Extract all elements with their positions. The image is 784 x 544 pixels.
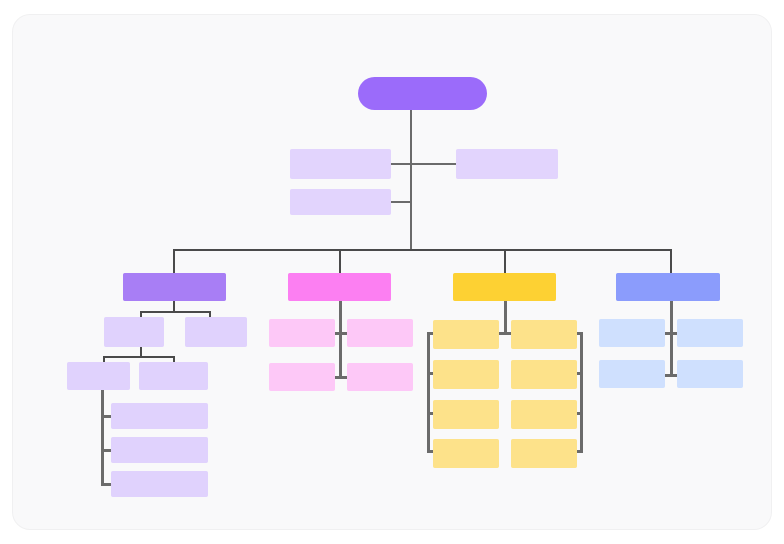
purple-child-7[interactable] <box>111 471 208 497</box>
edge-yellow-bracket-left-r3 <box>427 412 435 415</box>
edge-level2-left-2 <box>379 201 411 203</box>
magenta-child-4[interactable] <box>347 363 413 391</box>
edge-yellow-bracket-right-top <box>575 332 583 335</box>
edge-bus-drop-yellow <box>504 249 506 275</box>
edge-yellow-bracket-right-r2 <box>575 372 583 375</box>
magenta-child-2[interactable] <box>347 319 413 347</box>
edge-magenta-stub-row1 <box>331 332 349 335</box>
purple-child-6[interactable] <box>111 437 208 463</box>
branch-header-yellow[interactable] <box>453 273 556 301</box>
edge-purple-drop-1a <box>140 311 142 319</box>
level2-node-3[interactable] <box>290 189 391 215</box>
edge-bus-drop-blue <box>670 249 672 275</box>
edge-purple-drop-1b <box>209 311 211 319</box>
edge-yellow-bracket-right-r3 <box>575 412 583 415</box>
edge-purple-stub-3 <box>101 483 113 486</box>
edge-purple-stub-1 <box>101 415 113 418</box>
edge-purple-drop-2a <box>103 356 105 363</box>
blue-child-3[interactable] <box>599 360 665 388</box>
branch-header-magenta[interactable] <box>288 273 391 301</box>
edge-yellow-stub-center <box>497 332 513 335</box>
edge-yellow-bracket-left-r2 <box>427 372 435 375</box>
yellow-child-5[interactable] <box>433 400 499 429</box>
yellow-child-6[interactable] <box>511 400 577 429</box>
purple-child-4[interactable] <box>139 362 208 390</box>
branch-header-blue[interactable] <box>616 273 720 301</box>
purple-child-1[interactable] <box>104 317 164 347</box>
edge-yellow-bracket-right-bot <box>575 450 583 453</box>
edge-bus-drop-purple <box>173 249 175 275</box>
yellow-child-3[interactable] <box>433 360 499 389</box>
purple-child-2[interactable] <box>185 317 247 347</box>
blue-child-4[interactable] <box>677 360 743 388</box>
diagram-canvas[interactable] <box>12 14 772 530</box>
edge-magenta-spine <box>339 301 342 379</box>
edge-purple-spine <box>101 390 104 485</box>
edge-purple-drop-2b <box>173 356 175 363</box>
edge-blue-spine <box>670 301 673 377</box>
edge-purple-bus-2 <box>103 356 175 358</box>
edge-level2-right-1 <box>410 163 456 165</box>
edge-purple-stem-2 <box>140 347 142 357</box>
edge-blue-stub-row1 <box>662 332 680 335</box>
edge-yellow-bracket-left-top <box>427 332 435 335</box>
edge-bus-drop-magenta <box>339 249 341 275</box>
edge-yellow-bracket-right <box>580 332 583 452</box>
magenta-child-3[interactable] <box>269 363 335 391</box>
edge-yellow-stem <box>504 301 507 334</box>
yellow-child-2[interactable] <box>511 320 577 349</box>
edge-purple-stub-2 <box>101 449 113 452</box>
purple-child-5[interactable] <box>111 403 208 429</box>
level2-node-2[interactable] <box>456 149 558 179</box>
edge-magenta-stub-row2 <box>331 376 349 379</box>
yellow-child-4[interactable] <box>511 360 577 389</box>
edge-main-bus <box>173 249 672 251</box>
branch-header-purple[interactable] <box>123 273 226 301</box>
edge-yellow-bracket-left-bot <box>427 450 435 453</box>
edge-level2-left-1 <box>379 163 411 165</box>
edge-root-trunk <box>410 98 412 250</box>
yellow-child-7[interactable] <box>433 439 499 468</box>
yellow-child-1[interactable] <box>433 320 499 349</box>
edge-yellow-bracket-left <box>427 332 430 452</box>
edge-purple-bus-1 <box>140 311 210 313</box>
yellow-child-8[interactable] <box>511 439 577 468</box>
purple-child-3[interactable] <box>67 362 130 390</box>
level2-node-1[interactable] <box>290 149 391 179</box>
edge-blue-stub-row2 <box>662 374 680 377</box>
blue-child-2[interactable] <box>677 319 743 347</box>
blue-child-1[interactable] <box>599 319 665 347</box>
edge-purple-stem-1 <box>173 301 175 313</box>
magenta-child-1[interactable] <box>269 319 335 347</box>
root-node[interactable] <box>358 77 487 110</box>
